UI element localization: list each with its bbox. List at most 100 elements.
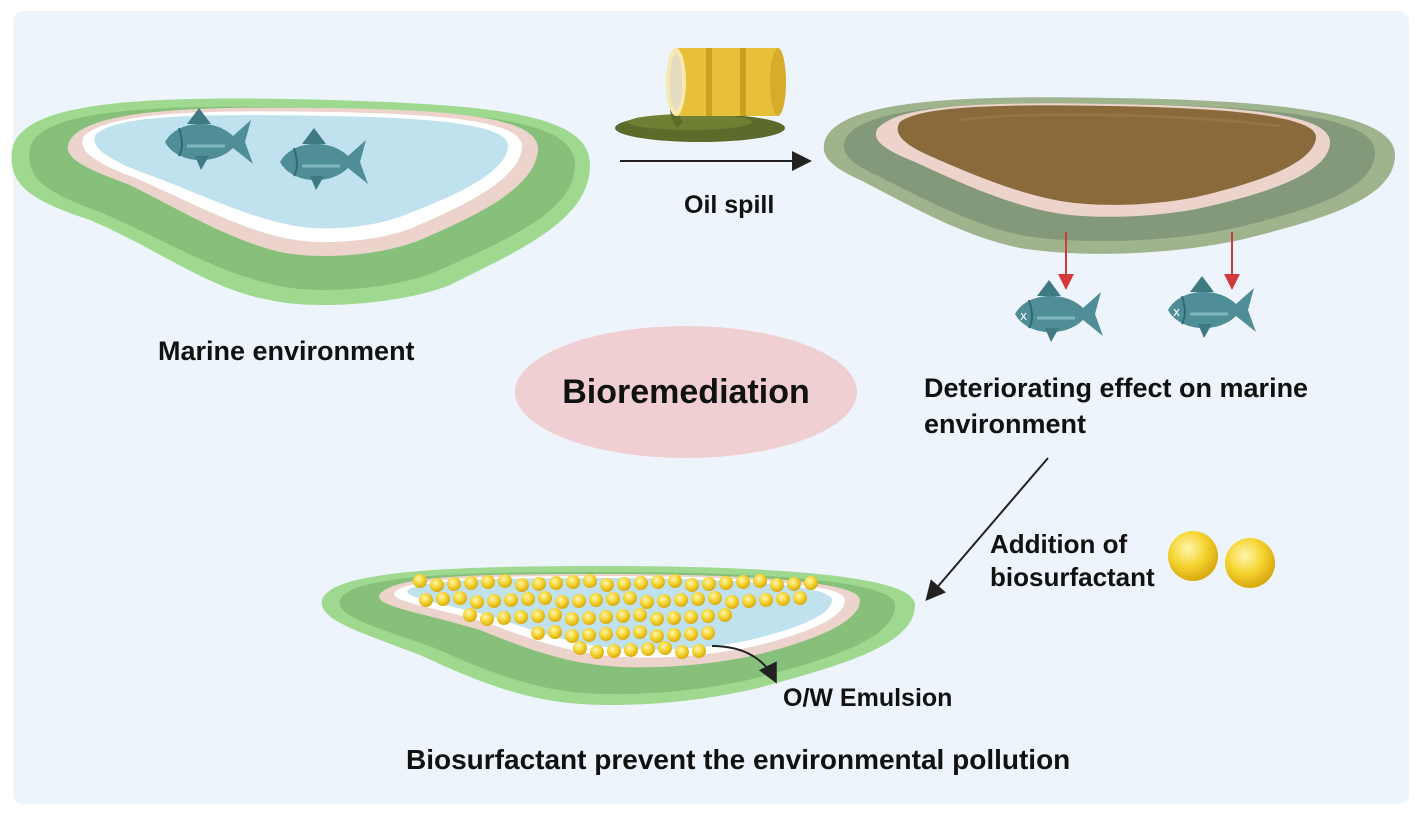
oil-droplet <box>531 626 545 640</box>
oil-droplet <box>599 627 613 641</box>
dead-fish-icon: x <box>1013 278 1105 344</box>
oil-droplet <box>497 611 511 625</box>
oil-droplet <box>667 628 681 642</box>
oil-droplet <box>480 612 494 626</box>
oil-spill-label: Oil spill <box>684 191 775 219</box>
dead-fish-icon: x <box>1166 274 1258 340</box>
addition-arrow <box>925 457 1049 602</box>
oil-droplet <box>515 578 529 592</box>
oil-droplet <box>719 576 733 590</box>
addition-of-biosurfactant-label: Addition of biosurfactant <box>990 529 1155 592</box>
oil-droplet <box>590 645 604 659</box>
oil-droplet <box>616 626 630 640</box>
svg-text:x: x <box>1173 305 1180 319</box>
oil-droplet <box>623 591 637 605</box>
oil-droplet <box>684 627 698 641</box>
oil-droplet <box>413 574 427 588</box>
oil-droplet <box>776 592 790 606</box>
oil-droplet <box>674 593 688 607</box>
emulsion-label: O/W Emulsion <box>783 684 953 712</box>
marine-pond <box>11 98 591 305</box>
oil-droplet <box>787 577 801 591</box>
bioremediation-ellipse: Bioremediation <box>515 326 857 458</box>
oil-droplet <box>538 591 552 605</box>
oil-droplet <box>684 610 698 624</box>
oil-droplet <box>514 610 528 624</box>
oil-droplet <box>650 629 664 643</box>
oil-droplet <box>658 641 672 655</box>
oil-droplet <box>759 593 773 607</box>
oil-droplet <box>572 594 586 608</box>
oil-droplet <box>498 574 512 588</box>
oil-droplet <box>793 591 807 605</box>
oil-droplet <box>742 594 756 608</box>
oil-droplet <box>589 593 603 607</box>
oil-droplet <box>607 644 621 658</box>
oil-droplet <box>583 574 597 588</box>
oil-droplet <box>430 578 444 592</box>
oil-droplet <box>463 608 477 622</box>
oil-droplet <box>617 577 631 591</box>
oil-droplet <box>668 574 682 588</box>
oil-droplet <box>549 576 563 590</box>
oil-droplet <box>624 643 638 657</box>
oil-droplet <box>566 575 580 589</box>
oil-droplet <box>532 577 546 591</box>
oil-droplet <box>725 595 739 609</box>
oil-droplet <box>606 592 620 606</box>
oil-droplet <box>504 593 518 607</box>
deteriorating-effect-label: Deteriorating effect on marine environme… <box>924 373 1309 439</box>
oil-droplet <box>555 595 569 609</box>
marine-environment-label: Marine environment <box>158 336 415 366</box>
oil-droplet <box>667 611 681 625</box>
biosurfactant-droplet-icon <box>1225 538 1275 588</box>
oil-droplet <box>657 594 671 608</box>
oil-droplet <box>770 578 784 592</box>
oil-droplet <box>736 575 750 589</box>
oil-droplet <box>691 592 705 606</box>
oil-droplet <box>650 612 664 626</box>
oil-droplet <box>701 609 715 623</box>
oil-droplet <box>453 591 467 605</box>
oil-droplet <box>600 578 614 592</box>
oil-droplet <box>708 591 722 605</box>
oil-droplet <box>573 641 587 655</box>
oil-droplet <box>464 576 478 590</box>
emulsion-pointer <box>711 645 777 684</box>
oil-droplet <box>702 577 716 591</box>
oil-droplet <box>582 628 596 642</box>
oil-droplet <box>753 574 767 588</box>
oil-droplet <box>633 608 647 622</box>
oil-droplet <box>675 645 689 659</box>
emulsion-droplets <box>413 574 818 659</box>
oil-droplet <box>565 612 579 626</box>
oil-droplet <box>565 629 579 643</box>
oil-droplet <box>447 577 461 591</box>
oil-droplet <box>436 592 450 606</box>
conclusion-label: Biosurfactant prevent the environmental … <box>406 744 1071 775</box>
biosurfactant-droplet-icon <box>1168 531 1218 581</box>
oil-droplet <box>481 575 495 589</box>
oil-droplet <box>548 625 562 639</box>
oil-droplet <box>633 625 647 639</box>
oil-droplet <box>531 609 545 623</box>
oil-droplet <box>651 575 665 589</box>
oil-droplet <box>419 593 433 607</box>
oil-droplet <box>634 576 648 590</box>
oil-droplet <box>470 595 484 609</box>
oil-droplet <box>692 644 706 658</box>
oil-droplet <box>582 611 596 625</box>
oil-droplet <box>804 576 818 590</box>
oil-droplet <box>616 609 630 623</box>
oil-droplet <box>701 626 715 640</box>
polluted-pond <box>823 97 1395 254</box>
bioremediation-label: Bioremediation <box>562 372 810 411</box>
oil-droplet <box>487 594 501 608</box>
oil-barrel-icon <box>615 48 786 142</box>
oil-droplet <box>521 592 535 606</box>
oil-droplet <box>685 578 699 592</box>
oil-droplet <box>599 610 613 624</box>
oil-droplet <box>640 595 654 609</box>
oil-droplet <box>548 608 562 622</box>
oil-droplet <box>641 642 655 656</box>
